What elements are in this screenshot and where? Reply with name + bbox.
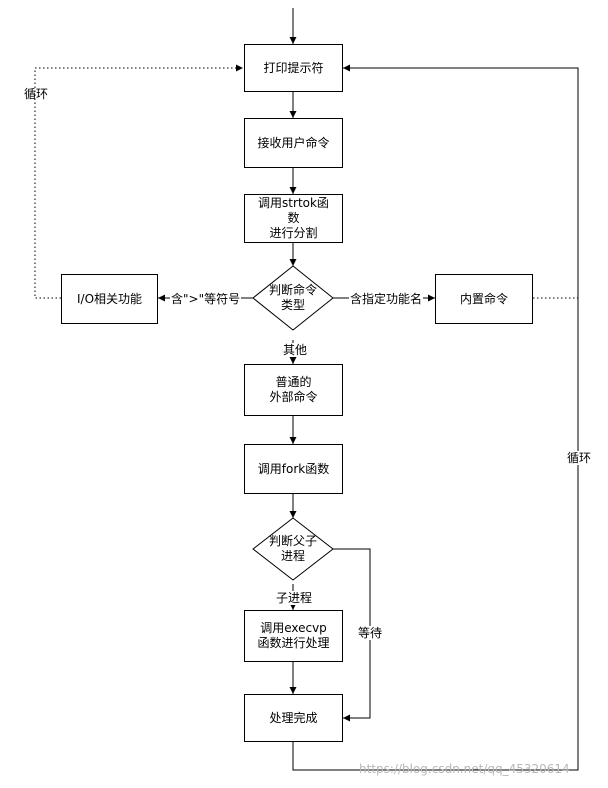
edge-label-builtin: 含指定功能名 — [349, 292, 424, 306]
loop-left-line — [34, 64, 243, 299]
node-done: 处理完成 — [244, 694, 343, 742]
decision-judge-parent-child-label: 判断父子 进程 — [268, 534, 317, 563]
node-call-fork: 调用fork函数 — [244, 444, 343, 494]
decision-judge-type-shape — [252, 265, 334, 331]
node-strtok-split: 调用strtok函 数 进行分割 — [244, 194, 343, 243]
loop-right-line — [292, 64, 579, 771]
node-builtin-command: 内置命令 — [435, 274, 533, 324]
decision-judge-type-label: 判断命令 类型 — [268, 283, 317, 312]
edge-label-wait: 等待 — [357, 626, 384, 640]
edge-label-child: 子进程 — [275, 591, 314, 605]
node-receive-command: 接收用户命令 — [244, 118, 343, 168]
edge-label-loop-left: 循环 — [24, 87, 49, 101]
edge-label-loop-right: 循环 — [566, 451, 593, 465]
edge-label-redirect: 含">"等符号 — [170, 292, 242, 306]
node-call-execvp: 调用execvp 函数进行处理 — [244, 610, 343, 662]
node-io-function: I/O相关功能 — [61, 274, 158, 324]
node-print-prompt: 打印提示符 — [244, 44, 343, 92]
watermark-text: https://blog.csdn.net/qq_45320614 — [359, 762, 570, 776]
node-external-command: 普通的 外部命令 — [244, 364, 343, 416]
decision-judge-parent-child-shape — [252, 517, 334, 581]
edge-label-other: 其他 — [282, 343, 309, 357]
